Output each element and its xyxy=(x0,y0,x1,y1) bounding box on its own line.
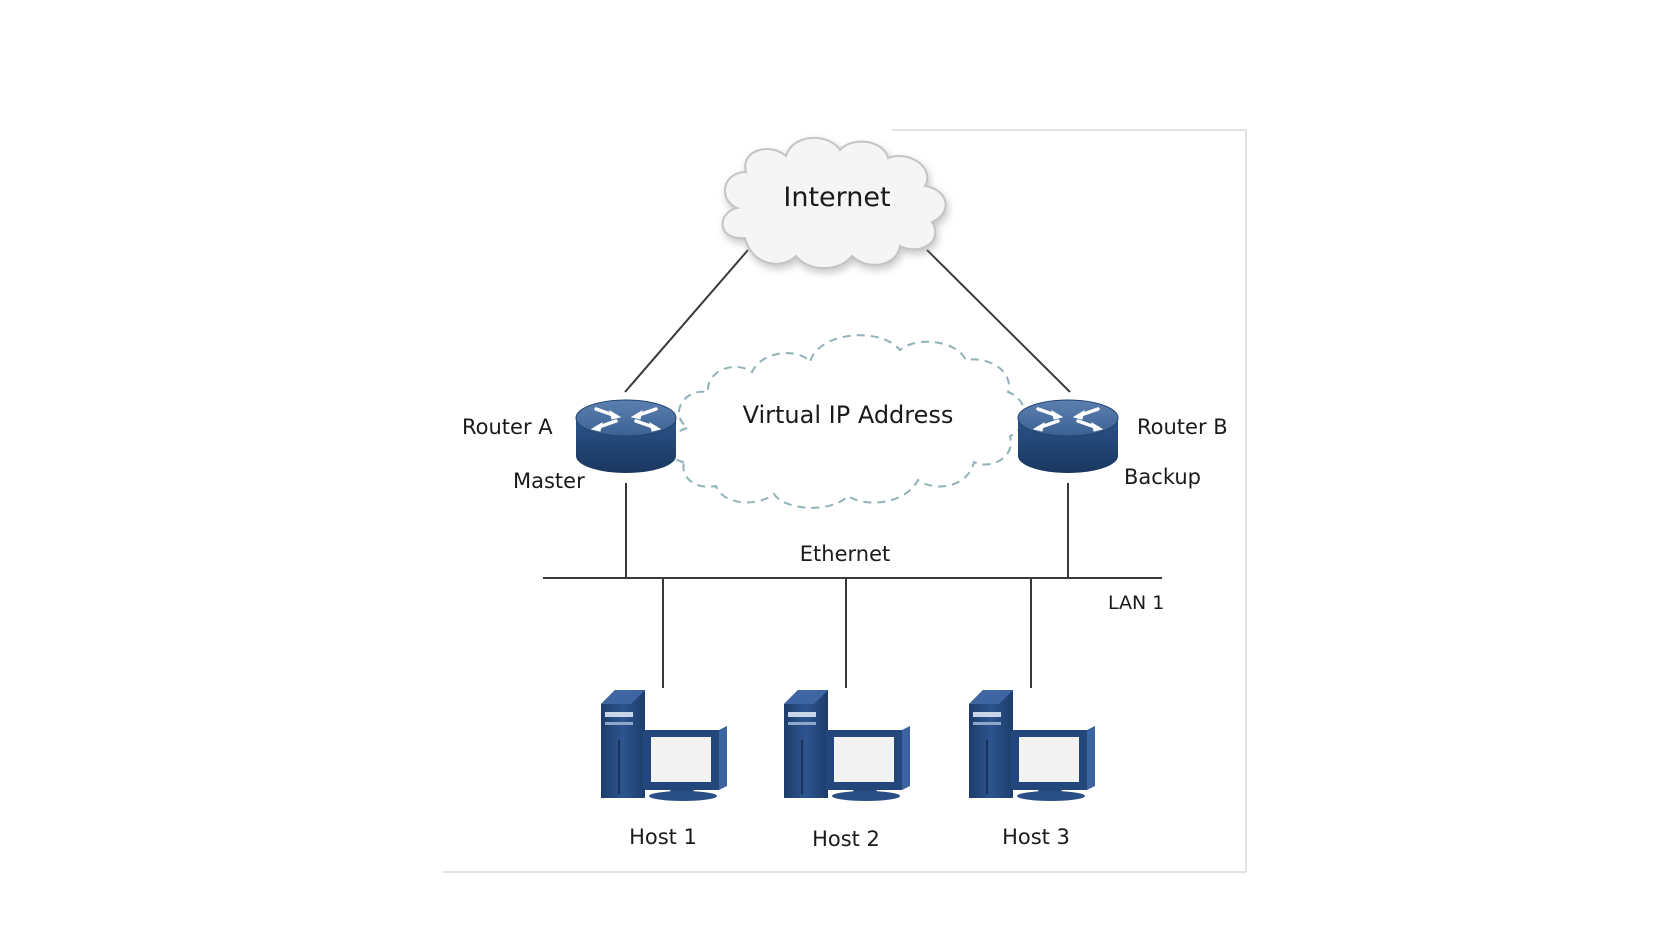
internet-label: Internet xyxy=(783,182,890,213)
frame xyxy=(443,129,1247,873)
link-internet-router-b xyxy=(926,249,1071,393)
link-internet-router-a xyxy=(624,249,749,393)
host-3-icon xyxy=(968,689,1096,802)
router-b-icon xyxy=(1016,398,1120,475)
router-b-role-label: Backup xyxy=(1124,465,1201,489)
host-1-icon xyxy=(600,689,728,802)
host-1-label: Host 1 xyxy=(629,825,697,849)
cloud-icon xyxy=(721,136,947,269)
lan-label: LAN 1 xyxy=(1108,592,1164,614)
router-a-role-label: Master xyxy=(513,469,585,493)
ethernet-label: Ethernet xyxy=(800,542,890,566)
router-b-label: Router B xyxy=(1137,415,1228,439)
router-a-icon xyxy=(574,398,678,475)
host-2-icon xyxy=(783,689,911,802)
connection-lines xyxy=(543,249,1162,688)
virtual-ip-cloud-icon xyxy=(669,334,1026,509)
host-2-label: Host 2 xyxy=(812,827,880,851)
host-3-label: Host 3 xyxy=(1002,825,1070,849)
virtual-ip-label: Virtual IP Address xyxy=(743,401,954,429)
router-a-label: Router A xyxy=(462,415,553,439)
